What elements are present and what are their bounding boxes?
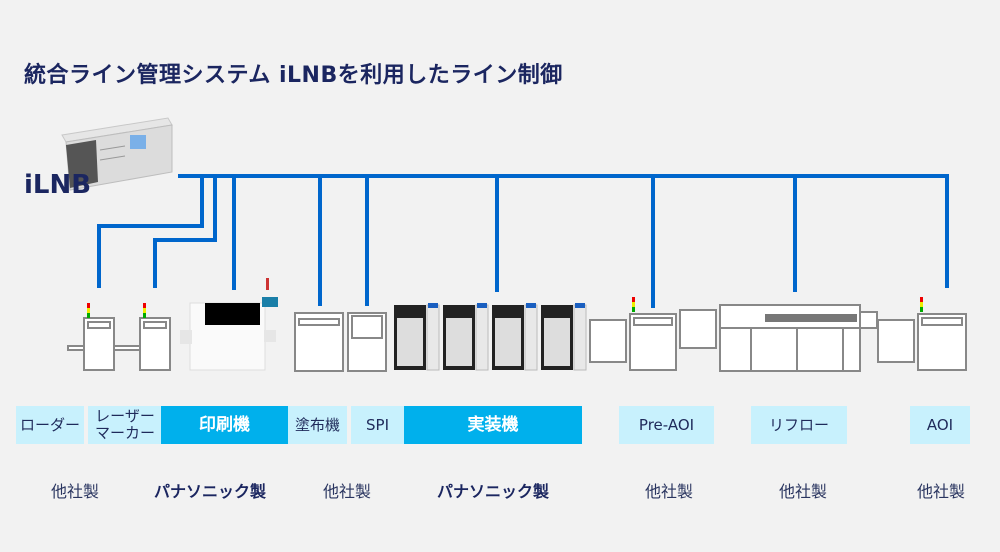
machine-tag-dispenser: 塗布機 — [288, 406, 347, 444]
mounter-machines — [394, 303, 587, 371]
machine-tag-laser-marker: レーザー マーカー — [88, 406, 162, 444]
maker-label: 他社製 — [50, 482, 99, 501]
dispenser-machine — [294, 312, 344, 372]
laser-marker-line-2: マーカー — [94, 424, 155, 442]
reflow-machine — [679, 304, 878, 372]
machine-tag-loader: ローダー — [16, 406, 84, 444]
maker-label: 他社製 — [644, 482, 693, 501]
server-label: iLNB — [24, 170, 92, 200]
spi-machine — [347, 312, 387, 372]
printer-machine — [180, 278, 278, 371]
maker-label: パナソニック製 — [153, 482, 266, 501]
machine-tag-reflow: リフロー — [751, 406, 847, 444]
laser-marker-line-1: レーザー — [95, 407, 155, 425]
machine-tag-mounter: 実装機 — [404, 406, 582, 444]
pre-aoi-machine — [589, 297, 677, 371]
network-lines — [97, 174, 949, 308]
machine-tag-printer: 印刷機 — [161, 406, 288, 444]
machine-tag-aoi: AOI — [910, 406, 970, 444]
maker-label: パナソニック製 — [436, 482, 549, 501]
aoi-machine — [877, 297, 967, 371]
maker-label: 他社製 — [778, 482, 827, 501]
maker-label: 他社製 — [322, 482, 371, 501]
laser-marker-machine — [139, 303, 171, 371]
loader-machine — [67, 303, 141, 371]
machine-tag-spi: SPI — [351, 406, 404, 444]
diagram-title: 統合ライン管理システム iLNBを利用したライン制御 — [24, 63, 563, 88]
server-rack-icon — [61, 117, 173, 191]
maker-label: 他社製 — [916, 482, 965, 501]
machine-tag-pre-aoi: Pre-AOI — [619, 406, 714, 444]
